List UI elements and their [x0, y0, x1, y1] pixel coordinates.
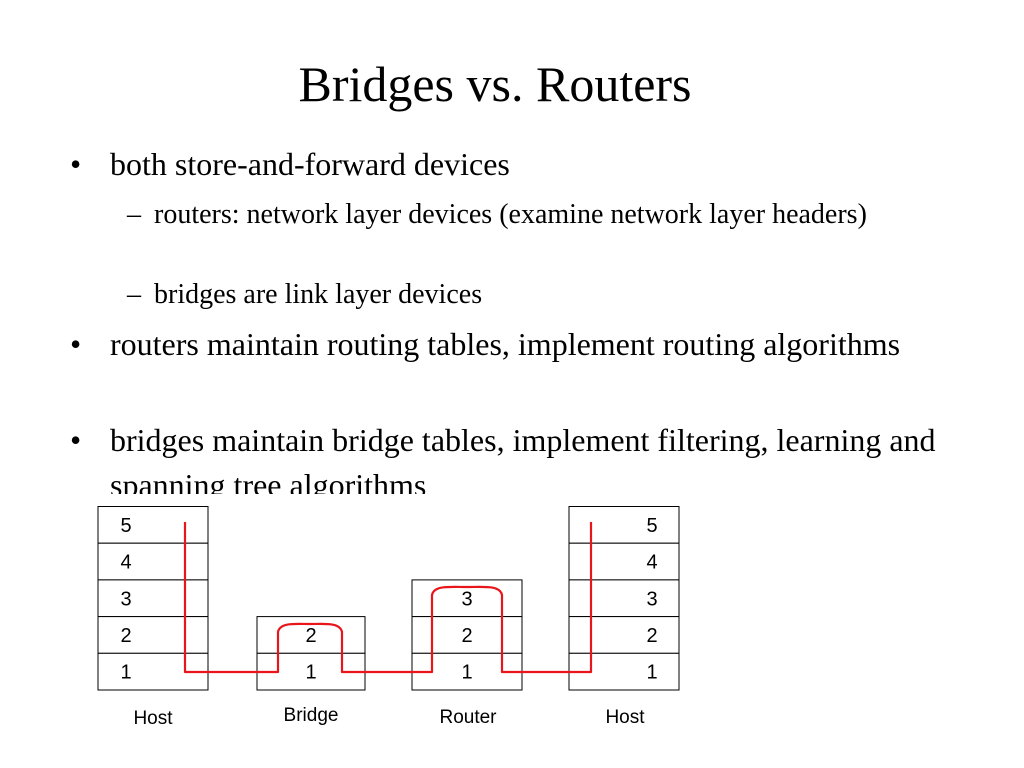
- stack-name-host-left: Host: [133, 708, 173, 729]
- bullet-list: • both store-and-forward devices – route…: [0, 142, 1024, 494]
- layer-box-host-right-2: [568, 616, 680, 654]
- layer-label-router-2: 2: [461, 625, 472, 647]
- sub-bullet-text: routers: network layer devices (examine …: [154, 199, 867, 230]
- layer-label-host-right-4: 4: [646, 552, 657, 574]
- layer-box-host-left-3: [97, 579, 209, 618]
- bullet-mark: •: [70, 146, 82, 182]
- stack-boxes: 5 4 3 2 1 2 1 3 2 1 5 4 3 2 1: [97, 506, 680, 691]
- layer-label-host-right-5: 5: [646, 515, 657, 537]
- layer-box-host-right-3: [568, 579, 680, 618]
- slide-title: Bridges vs. Routers: [298, 56, 692, 112]
- layer-box-bridge-2: [256, 616, 366, 654]
- layer-label-router-3: 3: [461, 588, 472, 610]
- layer-box-host-left-5: [97, 506, 209, 544]
- bullet-text: routers maintain routing tables, impleme…: [110, 326, 901, 362]
- stack-name-router: Router: [439, 707, 497, 728]
- layer-box-router-2: [411, 616, 523, 654]
- layer-box-host-left-4: [97, 542, 209, 581]
- bullet-mark: •: [70, 326, 82, 362]
- layer-label-host-left-2: 2: [120, 625, 131, 647]
- layer-label-host-left-4: 4: [120, 552, 131, 574]
- stack-name-bridge: Bridge: [284, 705, 339, 726]
- bullet-mark: •: [70, 422, 82, 458]
- layer-label-host-right-1: 1: [646, 662, 657, 684]
- layer-box-host-right-4: [568, 542, 680, 581]
- layer-box-host-right-5: [568, 506, 680, 544]
- layer-label-host-left-1: 1: [120, 662, 131, 684]
- layer-label-host-left-5: 5: [120, 515, 131, 537]
- layer-label-bridge-1: 1: [305, 662, 316, 684]
- sub-bullet-mark: –: [127, 279, 141, 310]
- layer-label-host-right-2: 2: [646, 625, 657, 647]
- layer-label-router-1: 1: [461, 662, 472, 684]
- stack-name-host-right: Host: [605, 707, 645, 728]
- bullet-text: both store-and-forward devices: [110, 146, 510, 182]
- sub-bullet-text: bridges are link layer devices: [154, 279, 483, 310]
- bullet-text: bridges maintain bridge tables, implemen…: [110, 422, 936, 494]
- layer-label-host-right-3: 3: [646, 588, 657, 610]
- packet-path-line: [183, 522, 593, 674]
- layer-label-host-left-3: 3: [120, 588, 131, 610]
- layer-label-bridge-2: 2: [305, 625, 316, 647]
- stack-names: Host Bridge Router Host: [133, 705, 645, 729]
- layer-box-host-left-2: [97, 616, 209, 654]
- sub-bullet-mark: –: [127, 199, 141, 230]
